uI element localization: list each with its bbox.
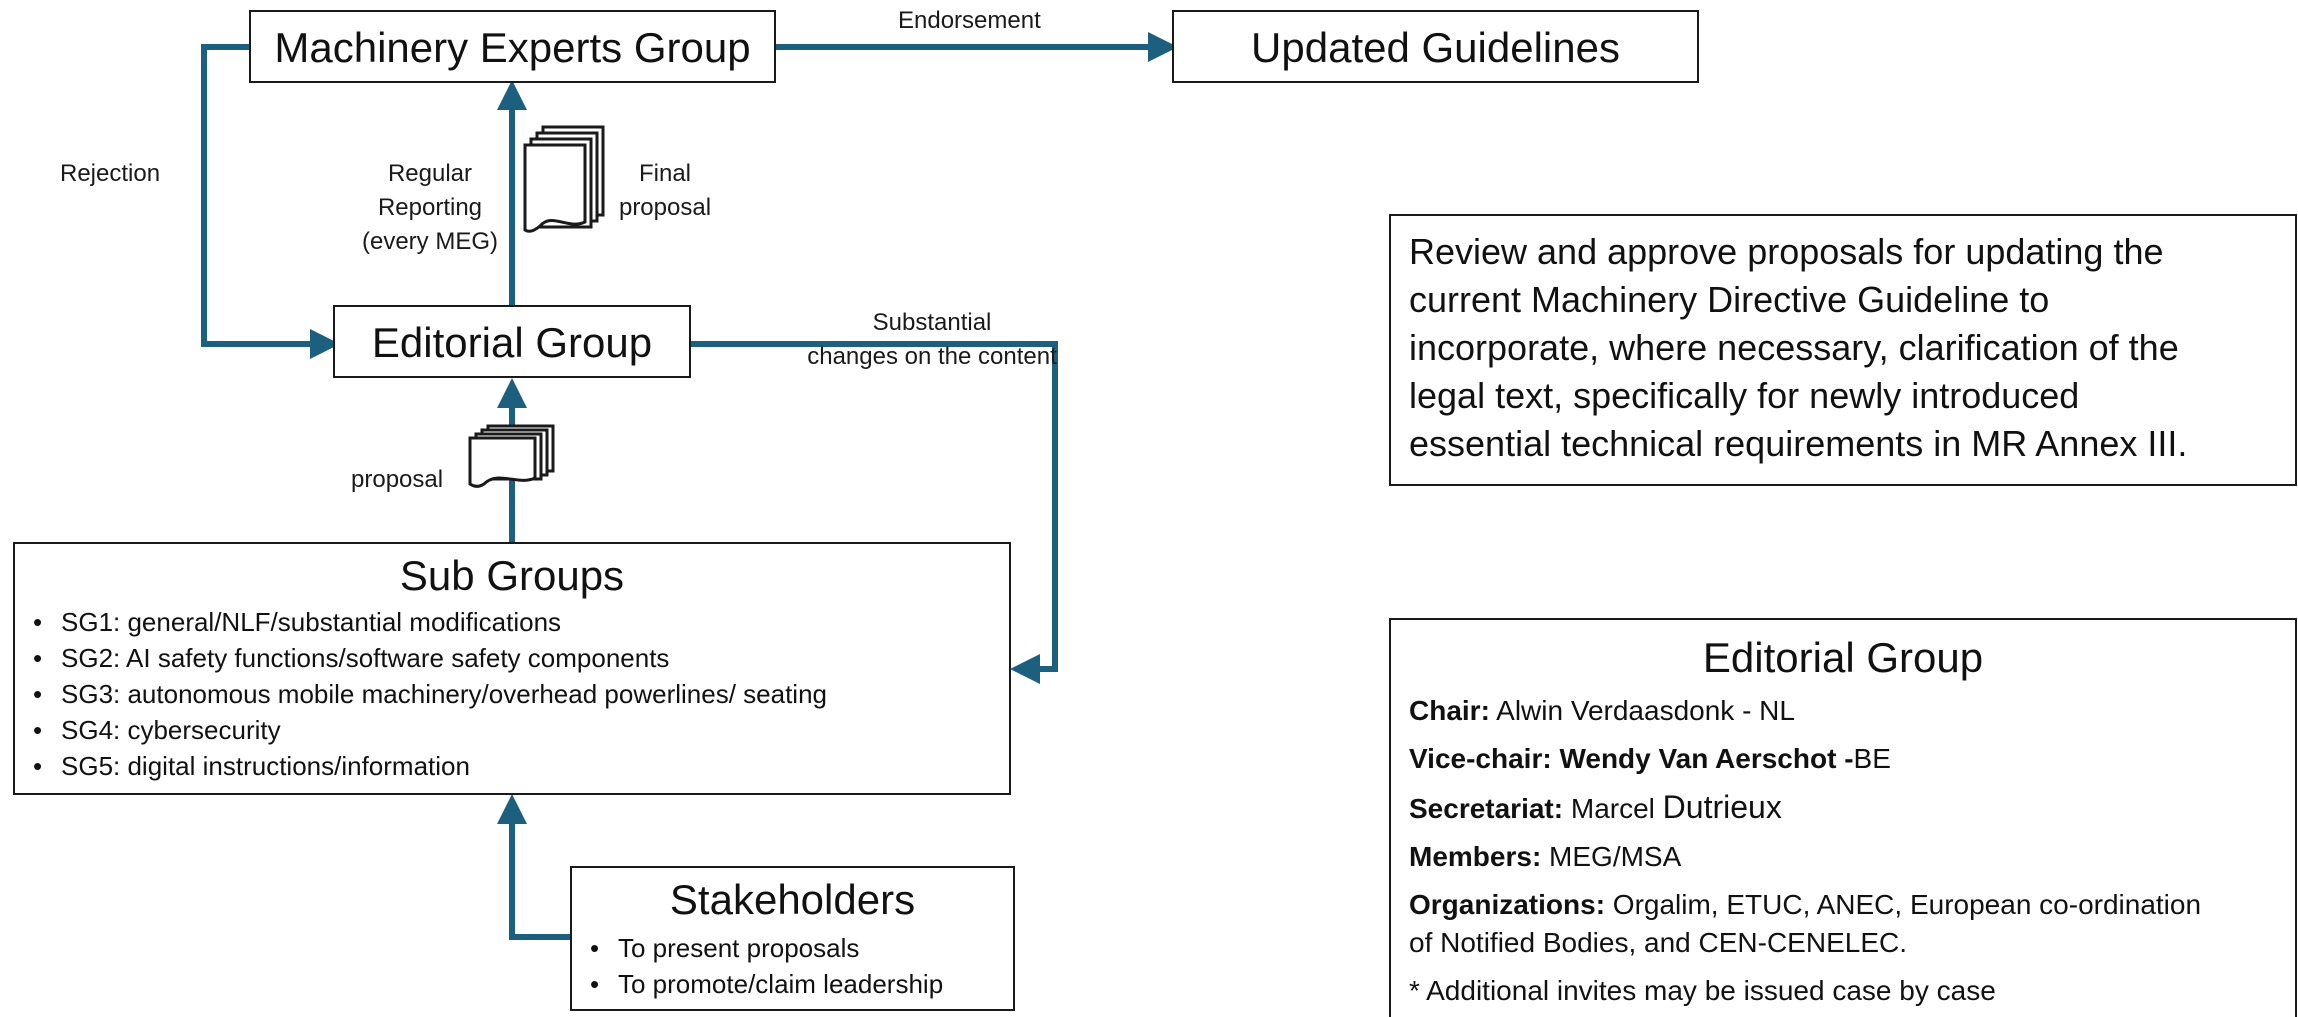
secretariat-value-first: Marcel: [1570, 793, 1655, 824]
stakeholders-title: Stakeholders: [669, 876, 916, 923]
editorial-group-title: Editorial Group: [371, 319, 653, 366]
stakeholders-list: To present proposals To promote/claim le…: [580, 930, 943, 1002]
list-item: SG4: cybersecurity: [23, 712, 827, 748]
substantial-line-2: changes on the content: [807, 343, 1057, 370]
members-row: Members: MEG/MSA: [1409, 838, 2277, 876]
sub-groups-node: Sub Groups SG1: general/NLF/substantial …: [13, 542, 1011, 795]
organizations-label: Organizations:: [1409, 889, 1606, 920]
stakeholders-arrow: [497, 794, 570, 940]
editorial-group-node: Editorial Group: [333, 305, 691, 378]
list-item: SG1: general/NLF/substantial modificatio…: [23, 604, 827, 640]
substantial-line-1: Substantial: [872, 309, 992, 336]
mandate-line-1: Review and approve proposals for updatin…: [1409, 231, 2164, 272]
mandate-box: Review and approve proposals for updatin…: [1389, 214, 2297, 486]
regular-line-2: Reporting: [377, 194, 483, 221]
chair-row: Chair: Alwin Verdaasdonk - NL: [1409, 692, 2277, 730]
rejection-label: Rejection: [60, 160, 161, 187]
chair-label: Chair:: [1409, 695, 1490, 726]
meg-title: Machinery Experts Group: [274, 24, 751, 71]
final-line-1: Final: [638, 160, 692, 187]
mandate-line-5: essential technical requirements in MR A…: [1409, 423, 2188, 464]
substantial-changes-label: Substantial changes on the content: [792, 306, 1072, 374]
list-item: To present proposals: [580, 930, 943, 966]
rejection-arrow: [201, 44, 340, 359]
mandate-line-3: incorporate, where necessary, clarificat…: [1409, 327, 2179, 368]
list-item: SG2: AI safety functions/software safety…: [23, 640, 827, 676]
updated-guidelines-node: Updated Guidelines: [1172, 10, 1699, 83]
endorsement-label: Endorsement: [898, 7, 1041, 34]
mandate-line-4: legal text, specifically for newly intro…: [1409, 375, 2080, 416]
regular-line-1: Regular: [387, 160, 473, 187]
members-label: Members:: [1409, 841, 1542, 872]
sub-groups-title: Sub Groups: [399, 552, 625, 599]
machinery-experts-group-node: Machinery Experts Group: [249, 10, 776, 83]
document-stack-icon: [468, 424, 555, 488]
regular-reporting-label: Regular Reporting (every MEG): [360, 157, 500, 259]
substantial-changes-arrow: [690, 341, 1058, 684]
members-value: MEG/MSA: [1549, 841, 1682, 872]
list-item: SG5: digital instructions/information: [23, 748, 827, 784]
updated-guidelines-title: Updated Guidelines: [1251, 24, 1620, 71]
sub-groups-list: SG1: general/NLF/substantial modificatio…: [23, 604, 827, 784]
organizations-value-2: of Notified Bodies, and CEN-CENELEC.: [1409, 927, 1907, 958]
secretariat-label: Secretariat:: [1409, 793, 1564, 824]
document-stack-icon: [523, 125, 605, 233]
mandate-line-2: current Machinery Directive Guideline to: [1409, 279, 2050, 320]
additional-invites-note: * Additional invites may be issued case …: [1409, 975, 1996, 1006]
vice-chair-value: BE: [1853, 743, 1891, 774]
editorial-info-title: Editorial Group: [1702, 634, 1984, 681]
organizations-value-1: Orgalim, ETUC, ANEC, European co-ordinat…: [1612, 889, 2202, 920]
stakeholders-node: Stakeholders To present proposals To pro…: [570, 866, 1015, 1011]
editorial-info-panel: Editorial Group Chair: Alwin Verdaasdonk…: [1389, 618, 2297, 1017]
proposal-label: proposal: [351, 466, 444, 493]
final-proposal-label: Final proposal: [610, 157, 720, 225]
final-line-2: proposal: [618, 194, 712, 221]
secretariat-value-last: Dutrieux: [1662, 789, 1782, 825]
chair-value: Alwin Verdaasdonk - NL: [1496, 695, 1795, 726]
list-item: SG3: autonomous mobile machinery/overhea…: [23, 676, 827, 712]
vice-chair-row: Vice-chair: Wendy Van Aerschot -BE: [1409, 740, 2277, 778]
vice-chair-label: Vice-chair: Wendy Van Aerschot -: [1409, 743, 1854, 774]
organizations-row: Organizations: Orgalim, ETUC, ANEC, Euro…: [1409, 886, 2277, 962]
regular-line-3: (every MEG): [361, 228, 498, 255]
secretariat-row: Secretariat: Marcel Dutrieux: [1409, 788, 2277, 828]
list-item: To promote/claim leadership: [580, 966, 943, 1002]
